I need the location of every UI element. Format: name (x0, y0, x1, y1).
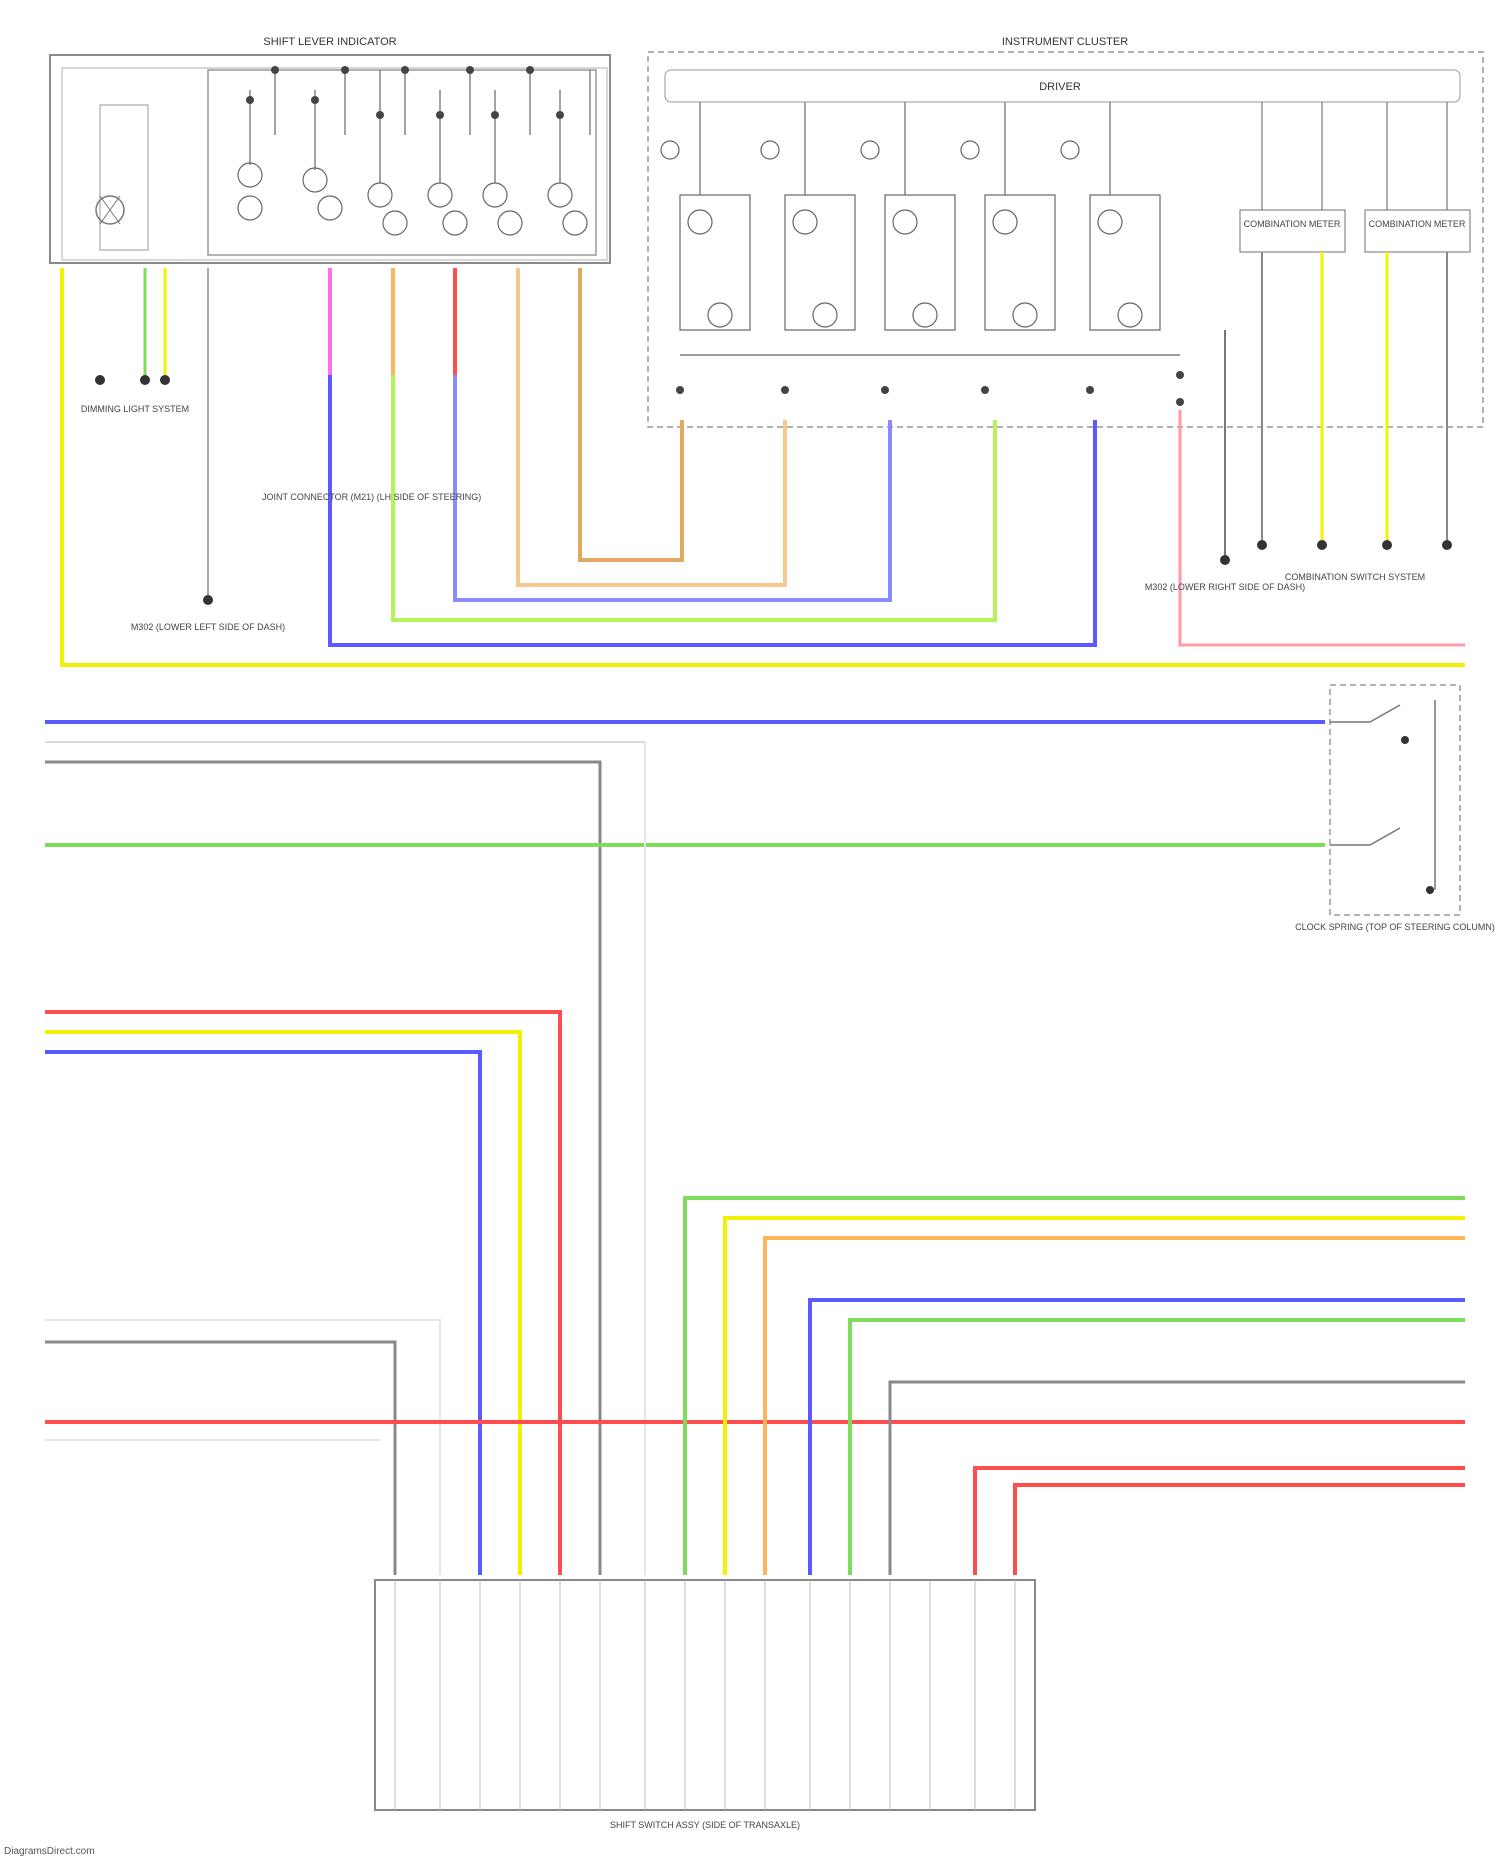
shift-lever-indicator-module: SHIFT LEVER INDICATOR (50, 36, 610, 263)
ground-right-label: M302 (LOWER RIGHT SIDE OF DASH) (1145, 582, 1305, 592)
footer-credit: DiagramsDirect.com (4, 1846, 95, 1857)
top-left-module-title: SHIFT LEVER INDICATOR (263, 36, 396, 48)
left-system-label: DIMMING LIGHT SYSTEM (81, 404, 189, 414)
lower-left-wiring (45, 1012, 1465, 1575)
transistor-stages (661, 102, 1180, 355)
wire-blue2-top (455, 375, 890, 600)
control-box-2-label: COMBINATION METER (1369, 219, 1466, 229)
clock-spring-label: CLOCK SPRING (TOP OF STEERING COLUMN) (1295, 922, 1495, 932)
combination-system-label: COMBINATION SWITCH SYSTEM (1285, 572, 1425, 582)
led-array (238, 70, 590, 235)
instrument-cluster-module: INSTRUMENT CLUSTER DRIVER COMBINATION ME… (648, 36, 1483, 427)
control-box-1-label: COMBINATION METER (1244, 219, 1341, 229)
top-right-module-title: INSTRUMENT CLUSTER (1002, 36, 1128, 48)
wire-orange-top (580, 268, 682, 560)
clock-spring: CLOCK SPRING (TOP OF STEERING COLUMN) (1295, 685, 1495, 932)
bottom-switch-module: SHIFT SWITCH ASSY (SIDE OF TRANSAXLE) (375, 1580, 1035, 1830)
wire-yellow-top (62, 268, 1465, 665)
bottom-module-label: SHIFT SWITCH ASSY (SIDE OF TRANSAXLE) (610, 1820, 800, 1830)
ground-left-label: M302 (LOWER LEFT SIDE OF DASH) (131, 622, 285, 632)
lower-right-wiring (685, 1198, 1465, 1575)
top-wiring (62, 252, 1465, 665)
joint-connector-label: JOINT CONNECTOR (M21) (LH SIDE OF STEERI… (262, 492, 481, 502)
wire-blue-top (330, 375, 1095, 645)
driver-block-label: DRIVER (1039, 81, 1081, 93)
